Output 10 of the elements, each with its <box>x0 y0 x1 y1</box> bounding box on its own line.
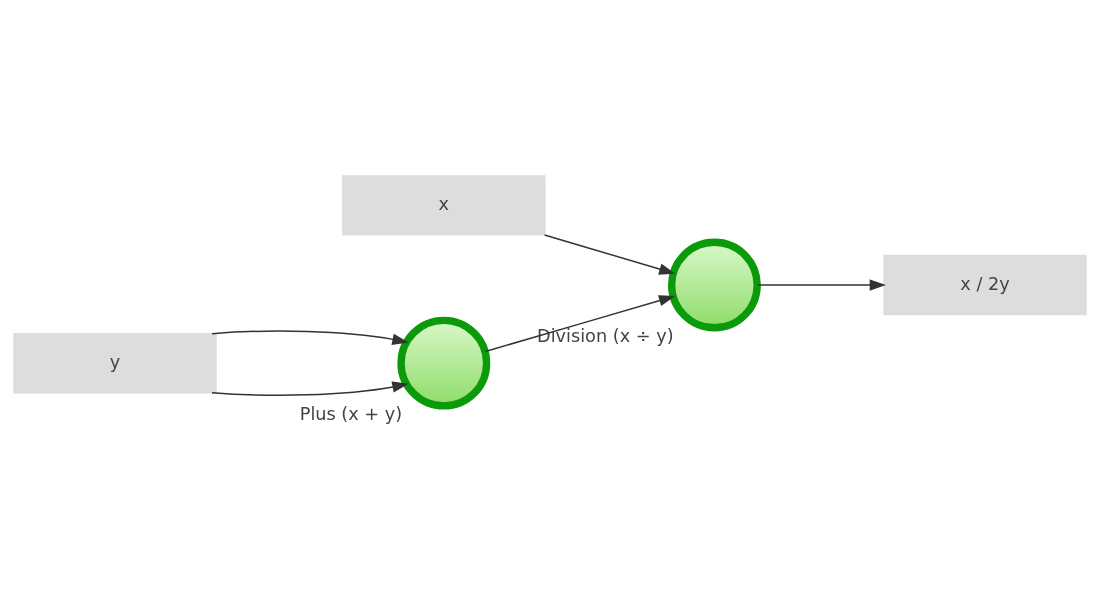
arrow <box>484 294 676 352</box>
node-label: Division (x ÷ y) <box>537 325 674 346</box>
node-box: x <box>342 174 546 236</box>
arrow <box>211 380 409 396</box>
node-box: x / 2y <box>883 254 1087 315</box>
arrow <box>211 329 409 345</box>
arrow <box>756 278 886 291</box>
node-label: Plus (x + y) <box>299 403 403 424</box>
arrow <box>543 233 676 275</box>
node-box: y <box>13 332 217 393</box>
